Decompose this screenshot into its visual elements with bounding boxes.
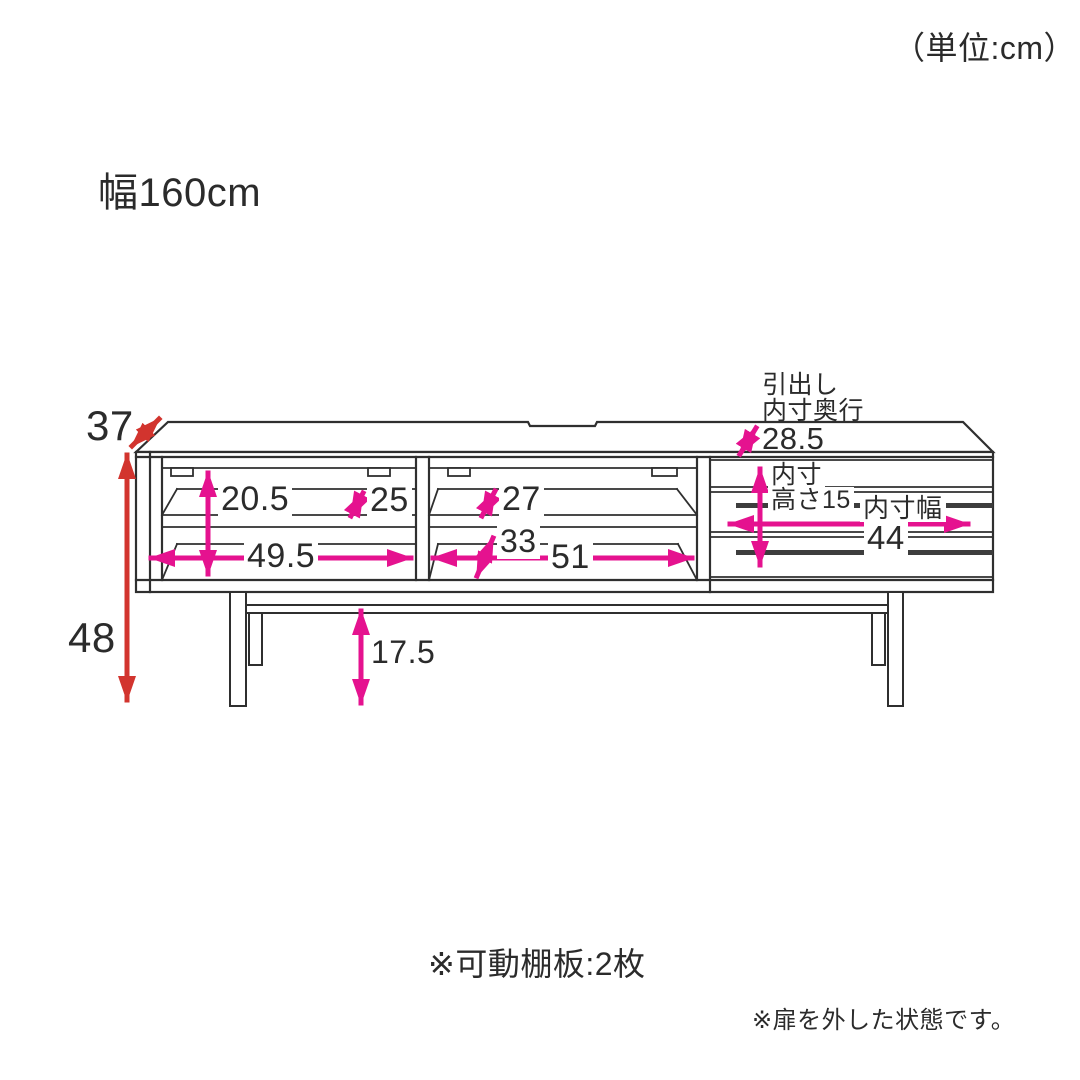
drawer-depth-label-1: 引出し xyxy=(762,371,839,399)
depth-37-arrow xyxy=(128,415,163,450)
dim-drawer-inner-depth: 28.5 xyxy=(762,421,825,456)
unit-note: （単位:cm） xyxy=(893,30,1077,66)
shelf-depth-27-arrow xyxy=(475,487,502,520)
front-right-leg xyxy=(887,591,904,707)
door-footnote: ※扉を外した状態です。 xyxy=(752,1007,1016,1034)
dim-center-inner-width: 51 xyxy=(548,539,593,576)
cable-notch xyxy=(651,467,678,477)
drawer-height-label-1: 内寸 xyxy=(768,462,826,488)
exterior-dimension-arrows xyxy=(118,415,163,703)
dim-leg-height: 17.5 xyxy=(371,634,436,670)
cable-notch xyxy=(367,467,391,477)
cable-notch xyxy=(447,467,471,477)
drawer-width-label: 内寸幅 xyxy=(860,494,946,523)
dim-overall-height: 48 xyxy=(68,614,116,661)
cabinet-top-face xyxy=(133,420,996,454)
shelf-depth-25-arrow xyxy=(343,489,371,520)
back-right-leg xyxy=(871,610,886,666)
dim-center-lower-depth: 33 xyxy=(497,524,540,559)
dim-center-shelf-depth: 27 xyxy=(499,481,544,518)
dim-drawer-inner-width: 44 xyxy=(864,520,908,556)
leg-rail xyxy=(245,604,889,614)
legs xyxy=(229,591,904,707)
cable-notch xyxy=(170,467,194,477)
drawer-height-label-2: 高さ15 xyxy=(768,487,854,513)
drawer-depth-label-2: 内寸奥行 xyxy=(762,397,865,425)
drawer-depth-28-5-arrow xyxy=(735,424,761,458)
width-label: 幅160cm xyxy=(98,171,262,215)
dim-overall-depth: 37 xyxy=(86,402,134,449)
shelf-footnote: ※可動棚板:2枚 xyxy=(428,946,646,982)
dim-left-shelf-depth: 25 xyxy=(367,482,412,519)
dim-left-inner-width: 49.5 xyxy=(244,538,319,575)
front-left-leg xyxy=(229,591,247,707)
back-left-leg xyxy=(248,610,263,666)
dim-left-inner-height: 20.5 xyxy=(218,481,293,518)
